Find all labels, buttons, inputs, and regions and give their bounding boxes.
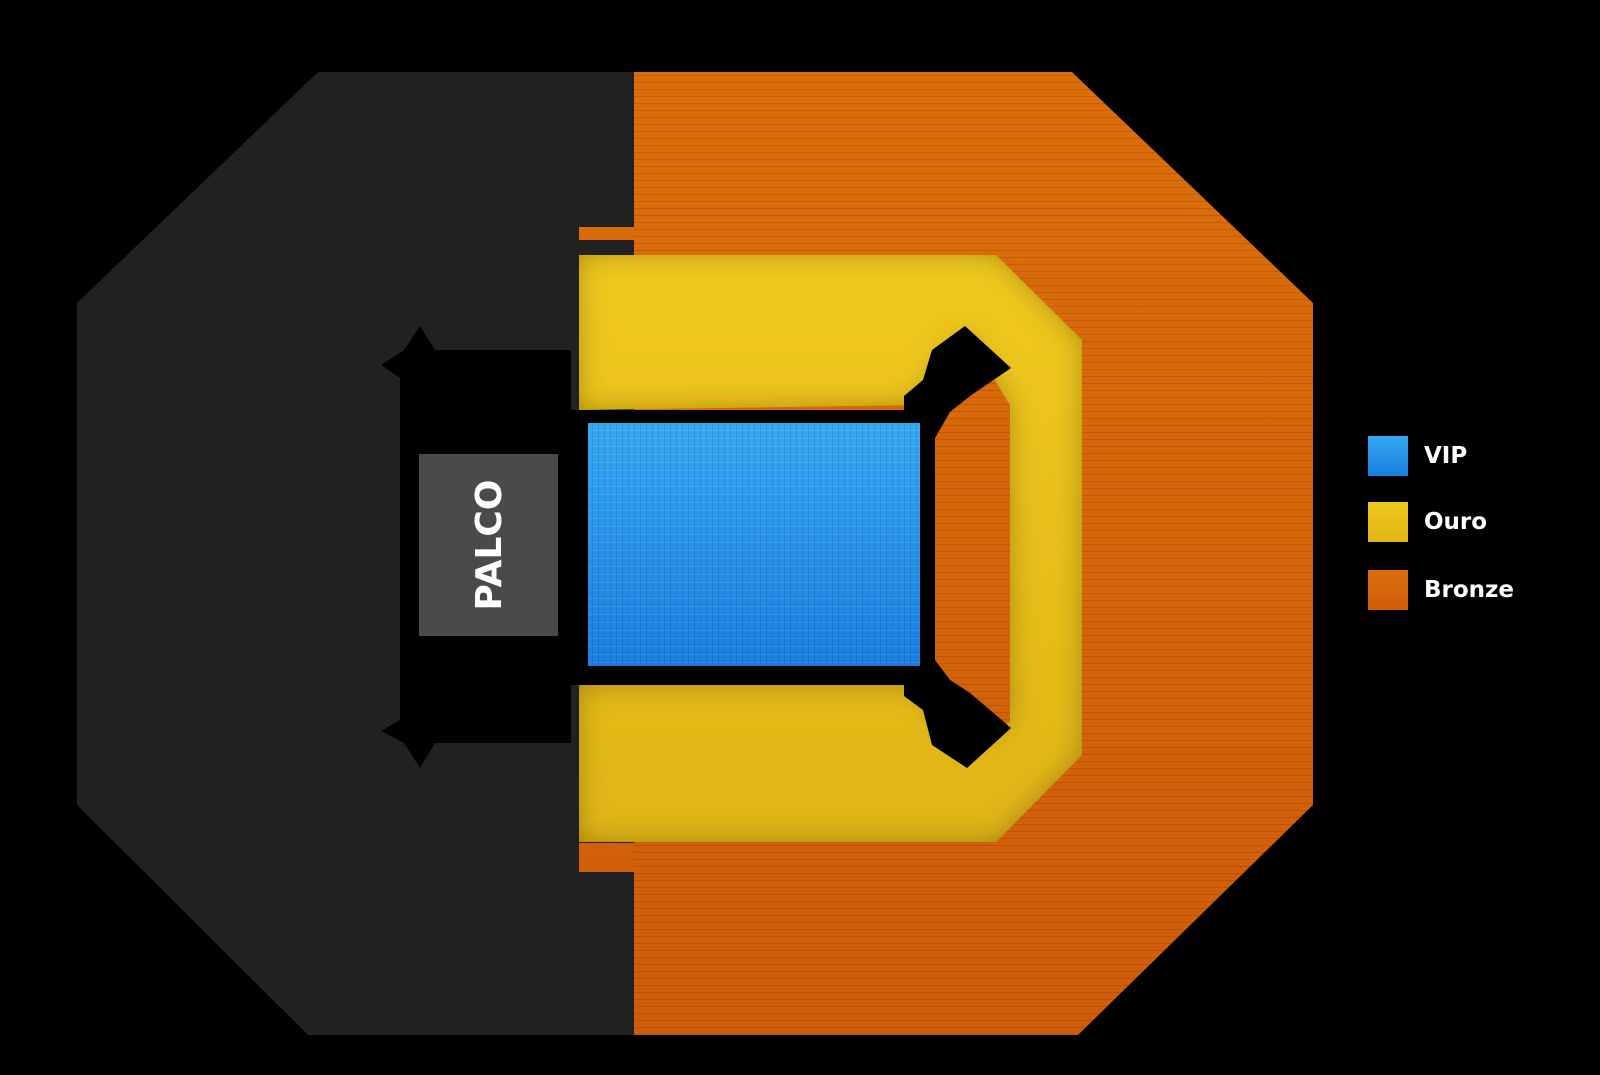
stage-label: PALCO bbox=[469, 480, 510, 611]
stage: PALCO bbox=[419, 454, 558, 636]
legend-label-vip: VIP bbox=[1424, 443, 1468, 469]
closed-section bbox=[77, 72, 636, 1035]
ouro-section-area[interactable] bbox=[579, 255, 1082, 842]
legend-swatch-vip bbox=[1368, 436, 1408, 476]
legend-swatch-bronze bbox=[1368, 570, 1408, 610]
vip-section[interactable] bbox=[588, 423, 920, 666]
legend-item-bronze[interactable]: Bronze bbox=[1368, 570, 1568, 610]
legend-item-vip[interactable]: VIP bbox=[1368, 436, 1568, 476]
ouro-section[interactable] bbox=[579, 255, 1082, 842]
stage-box bbox=[419, 454, 558, 636]
legend-item-ouro[interactable]: Ouro bbox=[1368, 502, 1568, 542]
legend-label-bronze: Bronze bbox=[1424, 577, 1515, 603]
legend-label-ouro: Ouro bbox=[1424, 509, 1488, 535]
vip-seat-grid bbox=[588, 423, 920, 666]
legend-swatch-ouro bbox=[1368, 502, 1408, 542]
